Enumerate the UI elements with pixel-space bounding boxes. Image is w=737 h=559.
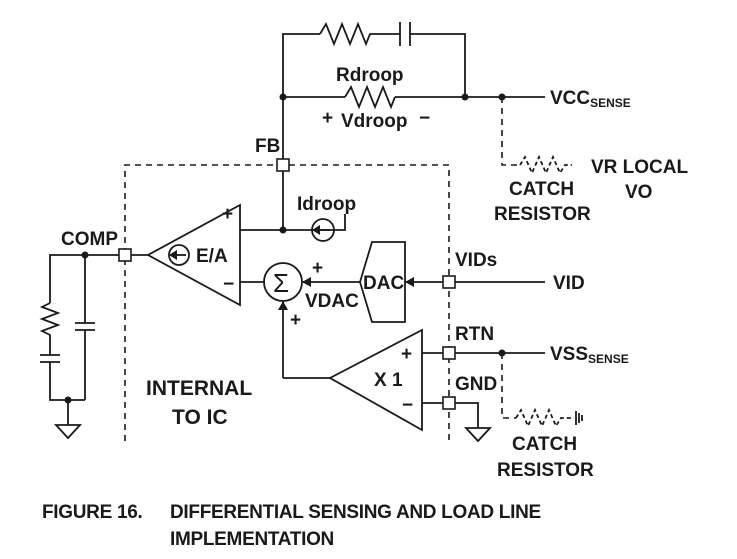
top-catch-label-2: RESISTOR [494,204,591,225]
gnd-ground-icon [463,427,493,443]
ea-minus: − [223,274,234,295]
error-amplifier [146,203,241,307]
bottom-catch-resistor [501,353,583,429]
circuit-diagram: Rdroop + Vdroop − VCCSENSE CATCH RESISTO… [39,21,689,481]
gnd-label: GND [455,374,497,395]
gnd-pin [442,396,456,410]
x1-buffer [328,328,423,432]
dac-label: DAC [363,273,404,294]
vr-local-label-1: VR LOCAL [591,157,689,178]
vdroop-label: Vdroop [341,111,408,132]
rdroop-resistor-icon [344,84,396,110]
top-catch-resistor-icon [519,154,572,176]
fb-pin [276,158,290,172]
comp-ground-icon [53,424,83,440]
top-resistor-icon [319,21,400,47]
caption-line-2: IMPLEMENTATION [170,529,334,550]
vids-pin [442,275,456,289]
x1-minus: − [402,395,413,416]
ea-plus: + [222,204,233,225]
vr-local-label-2: VO [625,182,652,203]
rdroop-branch [279,84,545,110]
vcc-sense-label: VCCSENSE [550,88,631,110]
comp-label: COMP [61,229,118,250]
x1-label: X 1 [374,370,403,391]
sum-plus-top: + [312,258,323,279]
fb-label: FB [255,136,280,157]
vid-label: VID [553,273,585,294]
sum-symbol: Σ [273,268,289,298]
rtn-label: RTN [455,324,494,345]
bottom-catch-label-1: CATCH [512,434,577,455]
rtn-pin [442,346,456,360]
internal-label-2: TO IC [172,406,228,429]
ic-boundary [124,164,450,441]
figure-number: FIGURE 16. [42,502,143,523]
vss-sense-label: VSSSENSE [550,344,629,366]
internal-label-1: INTERNAL [146,377,252,400]
sum-plus-bottom: + [290,310,301,331]
idroop-label: Idroop [297,194,356,215]
comp-resistor-icon [39,302,61,355]
caption-line-1: DIFFERENTIAL SENSING AND LOAD LINE [170,502,541,523]
top-rc-network [282,21,466,97]
x1-plus: + [401,344,412,365]
top-catch-label-1: CATCH [509,179,574,200]
vdac-label: VDAC [305,291,359,312]
bottom-catch-label-2: RESISTOR [497,460,594,481]
figure-caption: FIGURE 16. DIFFERENTIAL SENSING AND LOAD … [42,499,541,553]
rdroop-label: Rdroop [336,65,404,86]
comp-pin [118,248,132,262]
vdroop-plus: + [322,108,333,129]
ea-label: E/A [196,246,228,267]
vdroop-minus: − [419,108,430,129]
bottom-catch-resistor-icon [515,407,574,429]
top-catch-resistor [501,97,572,176]
vids-label: VIDs [455,250,497,271]
